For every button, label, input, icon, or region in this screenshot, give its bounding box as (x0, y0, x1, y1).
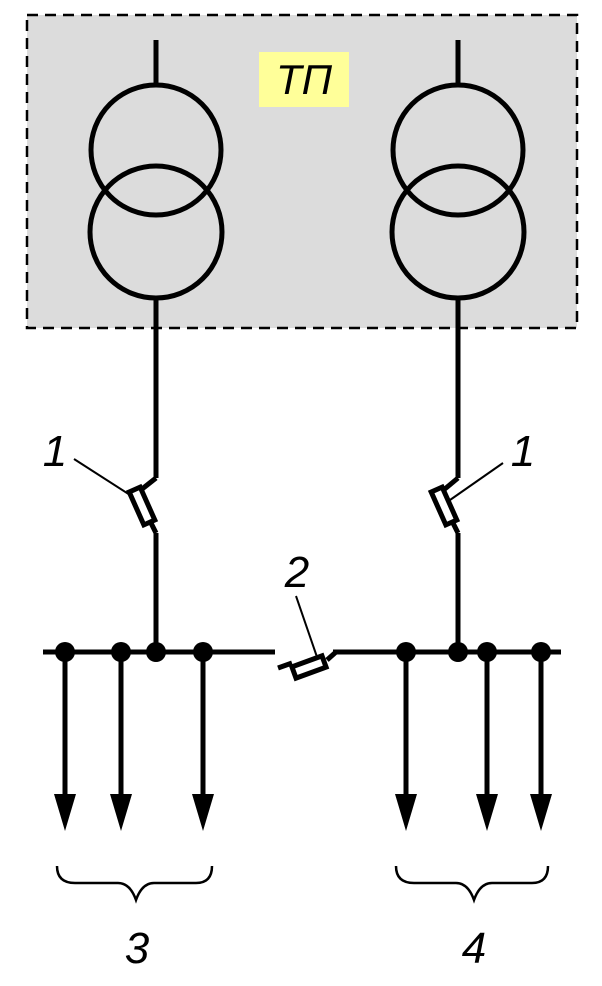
feed-line-right (427, 298, 461, 652)
circuit-breaker-left (125, 483, 159, 529)
label-sectional-breaker: 2 (284, 548, 309, 597)
circuit-breaker-right (427, 483, 461, 529)
brace-right (394, 865, 550, 904)
label-circuit-breaker-right: 1 (511, 427, 535, 476)
sectional-breaker-contact (288, 652, 330, 682)
feeder-arrow (476, 652, 498, 831)
brace-left (55, 865, 214, 904)
feeder-arrow (395, 652, 417, 831)
leader-line-sectional-breaker (295, 595, 318, 658)
transformer-left-primary-winding (88, 82, 224, 218)
feeder-arrow (530, 652, 552, 831)
label-feeder-group-right: 4 (462, 924, 486, 973)
transformer-right-primary-winding (390, 82, 526, 218)
feeder-arrow (110, 652, 132, 831)
feeder-arrow (54, 652, 76, 831)
leader-line-breaker-left (73, 458, 131, 496)
label-circuit-breaker-left: 1 (43, 427, 67, 476)
label-feeder-group-left: 3 (125, 924, 150, 973)
feed-line-left (125, 298, 159, 652)
feeders-right (395, 652, 552, 831)
sectional-breaker (277, 650, 338, 682)
leader-line-breaker-right (449, 462, 504, 501)
substation-label: ТП (276, 56, 333, 103)
feeder-arrow (192, 652, 214, 831)
feeders-left (54, 652, 214, 831)
substation-label-bg (259, 52, 349, 107)
